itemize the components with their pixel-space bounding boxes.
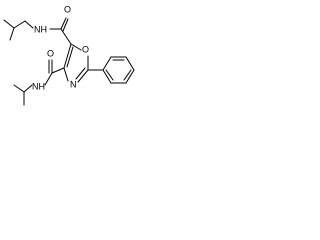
atom-label-oxygen-lower: O bbox=[47, 48, 54, 58]
bond-ring-c4-c5-a bbox=[63, 43, 72, 69]
molecule-diagram: O NH O O N NH bbox=[0, 0, 146, 116]
bond-iprop-upper-3 bbox=[13, 20, 26, 29]
bond-ph-double-2 bbox=[123, 69, 132, 81]
molecule-structure: O NH O O N NH bbox=[3, 4, 135, 106]
bond-ph-1 bbox=[102, 56, 112, 71]
bond-ph-4 bbox=[125, 69, 135, 84]
bond-ph-3 bbox=[125, 56, 135, 71]
bond-upper-c-ring bbox=[60, 28, 72, 45]
atom-label-nitrogen-upper: NH bbox=[34, 24, 47, 34]
bond-ring-c2-n3-b bbox=[75, 67, 86, 80]
atom-label-ring-oxygen: O bbox=[82, 44, 89, 54]
bond-ring-c2-n3-a bbox=[77, 69, 89, 83]
bond-iprop-upper-1 bbox=[3, 19, 15, 29]
bond-ph-double-3 bbox=[105, 69, 114, 81]
bond-upper-c-o-b bbox=[62, 18, 69, 32]
bond-ring-n3-c4 bbox=[63, 67, 69, 82]
atom-label-nitrogen-lower: NH bbox=[32, 81, 45, 91]
bond-ph-6 bbox=[102, 69, 112, 84]
bond-ring-c4-c5-b bbox=[66, 46, 74, 68]
atom-label-ring-nitrogen: N bbox=[70, 79, 77, 89]
bond-lower-c-n bbox=[44, 72, 53, 86]
bond-iprop-upper-4 bbox=[24, 20, 34, 29]
bond-iprop-upper-2 bbox=[9, 27, 15, 41]
bond-iprop-lower-2 bbox=[13, 84, 25, 93]
bond-iprop-lower-1 bbox=[23, 84, 33, 93]
bond-ring-lower-c bbox=[51, 67, 65, 74]
bond-upper-c-o-a bbox=[60, 17, 67, 30]
atom-label-oxygen-upper: O bbox=[64, 4, 71, 14]
bond-ring-c5-o1 bbox=[70, 43, 82, 51]
